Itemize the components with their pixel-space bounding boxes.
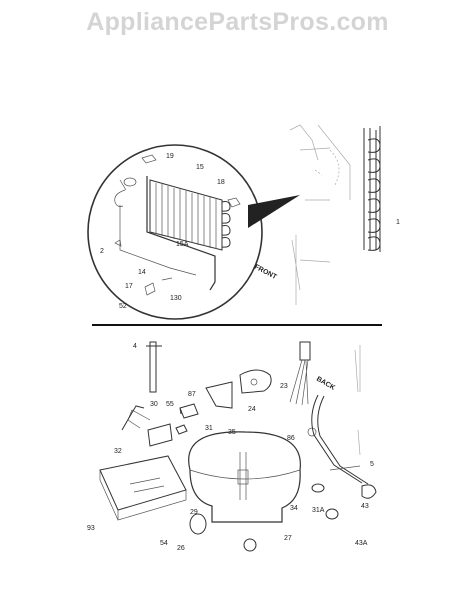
callout-15: 15 [196,164,204,171]
callout-5: 5 [370,461,374,468]
site-watermark: AppliancePartsPros.com [86,8,389,36]
callout-34: 34 [290,505,298,512]
callout-24: 24 [248,406,256,413]
callout-86: 86 [287,435,295,442]
callout-2: 2 [100,248,104,255]
compressor-assembly: 4 30 55 87 24 23 31 35 32 86 5 29 34 31A… [87,341,377,552]
callout-30: 30 [150,401,158,408]
callout-18: 18 [217,179,225,186]
evaporator-coil-part [363,126,381,252]
callout-32: 32 [114,448,122,455]
callout-14: 14 [138,269,146,276]
detail-magnifier-circle [87,144,263,320]
callout-43: 43 [361,503,369,510]
direction-back: BACK [315,376,336,392]
evaporator-detail [114,154,241,296]
callout-93: 93 [87,525,95,532]
callout-55: 55 [166,401,174,408]
callout-29: 29 [190,509,198,516]
evaporator-assembly: 19 15 18 2 15A 14 17 52 130 1 FRONT [87,124,400,320]
callout-31a: 31A [312,507,325,514]
callout-17: 17 [125,283,133,290]
callout-27: 27 [284,535,292,542]
callout-130: 130 [170,295,182,302]
callout-26: 26 [177,545,185,552]
callout-31: 31 [205,425,213,432]
callout-1: 1 [396,219,400,226]
callout-43a: 43A [355,540,368,547]
callout-35: 35 [228,429,236,436]
callout-15a: 15A [176,241,189,248]
direction-front: FRONT [253,264,278,282]
callout-19: 19 [166,153,174,160]
callout-4: 4 [133,343,137,350]
callout-54: 54 [160,540,168,547]
callout-52: 52 [119,303,127,310]
callout-87: 87 [188,391,196,398]
detail-pointer-wedge [248,195,300,228]
callout-23: 23 [280,383,288,390]
